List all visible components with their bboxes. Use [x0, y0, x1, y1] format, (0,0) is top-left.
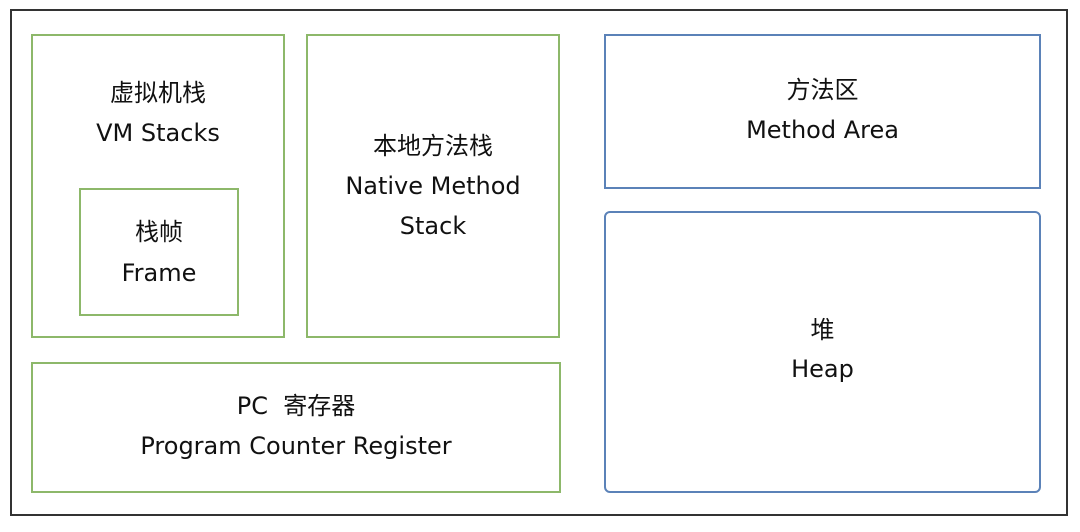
pc-register-title-en: Program Counter Register: [140, 432, 452, 460]
frame-title-cn: 栈帧: [135, 218, 183, 246]
method-area-box: 方法区 Method Area: [604, 34, 1041, 189]
jvm-runtime-data-area: [10, 9, 1068, 516]
native-method-stack-title-en-1: Native Method: [345, 172, 521, 200]
vm-stacks-title-cn: 虚拟机栈: [110, 79, 206, 107]
native-method-stack-title-en-2: Stack: [399, 212, 467, 240]
heap-box: 堆 Heap: [604, 211, 1041, 493]
method-area-title-en: Method Area: [746, 116, 899, 144]
frame-title-en: Frame: [121, 259, 197, 287]
heap-title-cn: 堆: [810, 316, 835, 344]
native-method-stack-box: 本地方法栈 Native Method Stack: [306, 34, 560, 338]
frame-box: 栈帧 Frame: [79, 188, 239, 316]
vm-stacks-box: 虚拟机栈 VM Stacks 栈帧 Frame: [31, 34, 285, 338]
native-method-stack-title-cn: 本地方法栈: [373, 132, 493, 160]
pc-register-title-cn: PC 寄存器: [236, 392, 356, 420]
vm-stacks-title-en: VM Stacks: [96, 119, 220, 147]
method-area-title-cn: 方法区: [786, 76, 859, 104]
pc-register-box: PC 寄存器 Program Counter Register: [31, 362, 561, 493]
heap-title-en: Heap: [791, 355, 854, 383]
